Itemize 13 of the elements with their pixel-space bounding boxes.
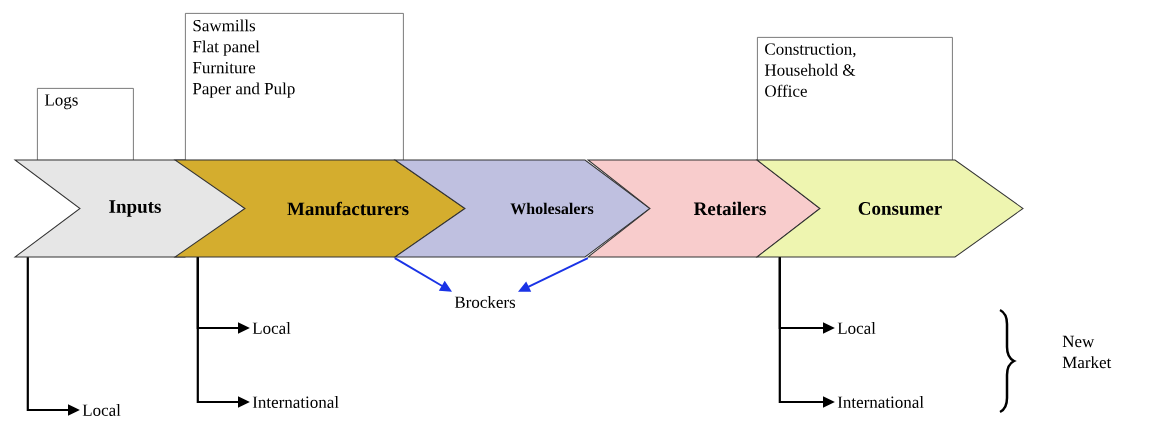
branch-label: International [252, 396, 339, 408]
chevron-band: Inputs [14, 159, 246, 258]
bracket-label: New Market [1062, 335, 1112, 369]
branch-label: International [837, 396, 924, 408]
chevron-band: Manufacturers [174, 159, 466, 258]
text-box: Construction, Household & Office [757, 37, 953, 161]
branch-label: Local [252, 322, 291, 334]
text-box: Sawmills Flat panel Furniture Paper and Pulp [185, 13, 404, 161]
branch-label: Brockers [454, 296, 516, 308]
branch-label: Local [82, 404, 121, 416]
branch-label: Local [837, 322, 876, 334]
arrow [393, 257, 452, 292]
text-box: Logs [37, 88, 134, 161]
